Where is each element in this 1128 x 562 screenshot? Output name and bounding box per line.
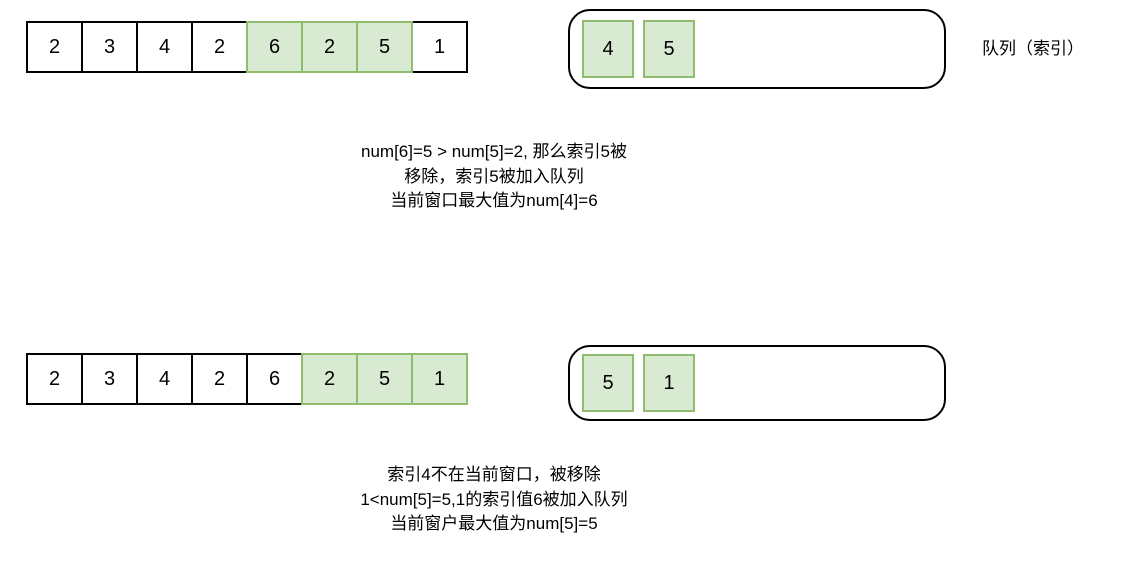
num-array-1: 2 3 4 2 6 2 5 1 xyxy=(26,21,468,73)
caption-line-2: 1<num[5]=5,1的索引值6被加入队列 xyxy=(360,489,628,509)
caption-line-2: 移除，索引5被加入队列 xyxy=(404,166,584,186)
array-cell-4: 6 xyxy=(246,353,303,405)
caption-line-3: 当前窗口最大值为num[4]=6 xyxy=(390,191,598,211)
queue-label: 队列（索引） xyxy=(982,39,1084,58)
array-cell-0: 2 xyxy=(26,21,83,73)
array-cell-4: 6 xyxy=(246,21,303,73)
array-cell-3: 2 xyxy=(191,21,248,73)
array-cell-5: 2 xyxy=(301,353,358,405)
array-cell-6: 5 xyxy=(356,353,413,405)
array-cell-0: 2 xyxy=(26,353,83,405)
array-cell-3: 2 xyxy=(191,353,248,405)
deque-2: 5 1 xyxy=(568,345,946,421)
array-cell-2: 4 xyxy=(136,21,193,73)
array-cell-2: 4 xyxy=(136,353,193,405)
queue-cell-1: 1 xyxy=(643,354,695,412)
queue-cell-0: 4 xyxy=(582,20,634,78)
queue-cell-1: 5 xyxy=(643,20,695,78)
array-cell-6: 5 xyxy=(356,21,413,73)
array-cell-5: 2 xyxy=(301,21,358,73)
deque-1: 4 5 xyxy=(568,9,946,89)
num-array-2: 2 3 4 2 6 2 5 1 xyxy=(26,353,468,405)
step-2-caption: 索引4不在当前窗口，被移除 1<num[5]=5,1的索引值6被加入队列 当前窗… xyxy=(244,463,744,537)
array-cell-7: 1 xyxy=(411,353,468,405)
array-cell-7: 1 xyxy=(411,21,468,73)
caption-line-1: num[6]=5 > num[5]=2, 那么索引5被 xyxy=(361,142,627,161)
step-1-caption: num[6]=5 > num[5]=2, 那么索引5被 移除，索引5被加入队列 … xyxy=(244,140,744,214)
caption-line-3: 当前窗户最大值为num[5]=5 xyxy=(390,514,598,534)
queue-cell-0: 5 xyxy=(582,354,634,412)
caption-line-1: 索引4不在当前窗口，被移除 xyxy=(387,465,601,484)
array-cell-1: 3 xyxy=(81,353,138,405)
array-cell-1: 3 xyxy=(81,21,138,73)
